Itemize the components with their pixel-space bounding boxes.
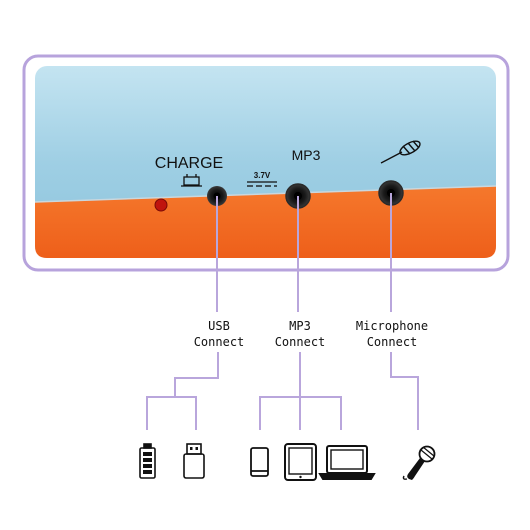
battery-icon: [139, 443, 156, 479]
device-panel: [34, 66, 497, 258]
phone-icon: [250, 447, 269, 477]
mp3-label-line1: MP3: [289, 319, 311, 333]
charge-led: [154, 198, 168, 212]
voltage-label: 3.7V: [254, 171, 271, 180]
laptop-icon: [318, 445, 376, 480]
connector-lines: [146, 193, 419, 430]
mp3-label: MP3 Connect: [275, 319, 326, 349]
microphone-icon: [402, 445, 436, 480]
mic-symbol-icon: [380, 140, 421, 164]
usb-label-line2: Connect: [194, 335, 245, 349]
mic-label: Microphone Connect: [356, 319, 428, 349]
usb-label-line1: USB: [208, 319, 230, 333]
charge-label: CHARGE: [155, 155, 223, 172]
dc-symbol: [247, 181, 277, 187]
charge-symbol-icon: [181, 174, 202, 187]
mic-label-line1: Microphone: [356, 319, 428, 333]
mp3-panel-label: MP3: [292, 147, 321, 163]
usb-drive-icon: [183, 443, 205, 479]
mp3-label-line2: Connect: [275, 335, 326, 349]
mic-label-line2: Connect: [367, 335, 418, 349]
usb-label: USB Connect: [194, 319, 245, 349]
tablet-icon: [284, 443, 317, 481]
